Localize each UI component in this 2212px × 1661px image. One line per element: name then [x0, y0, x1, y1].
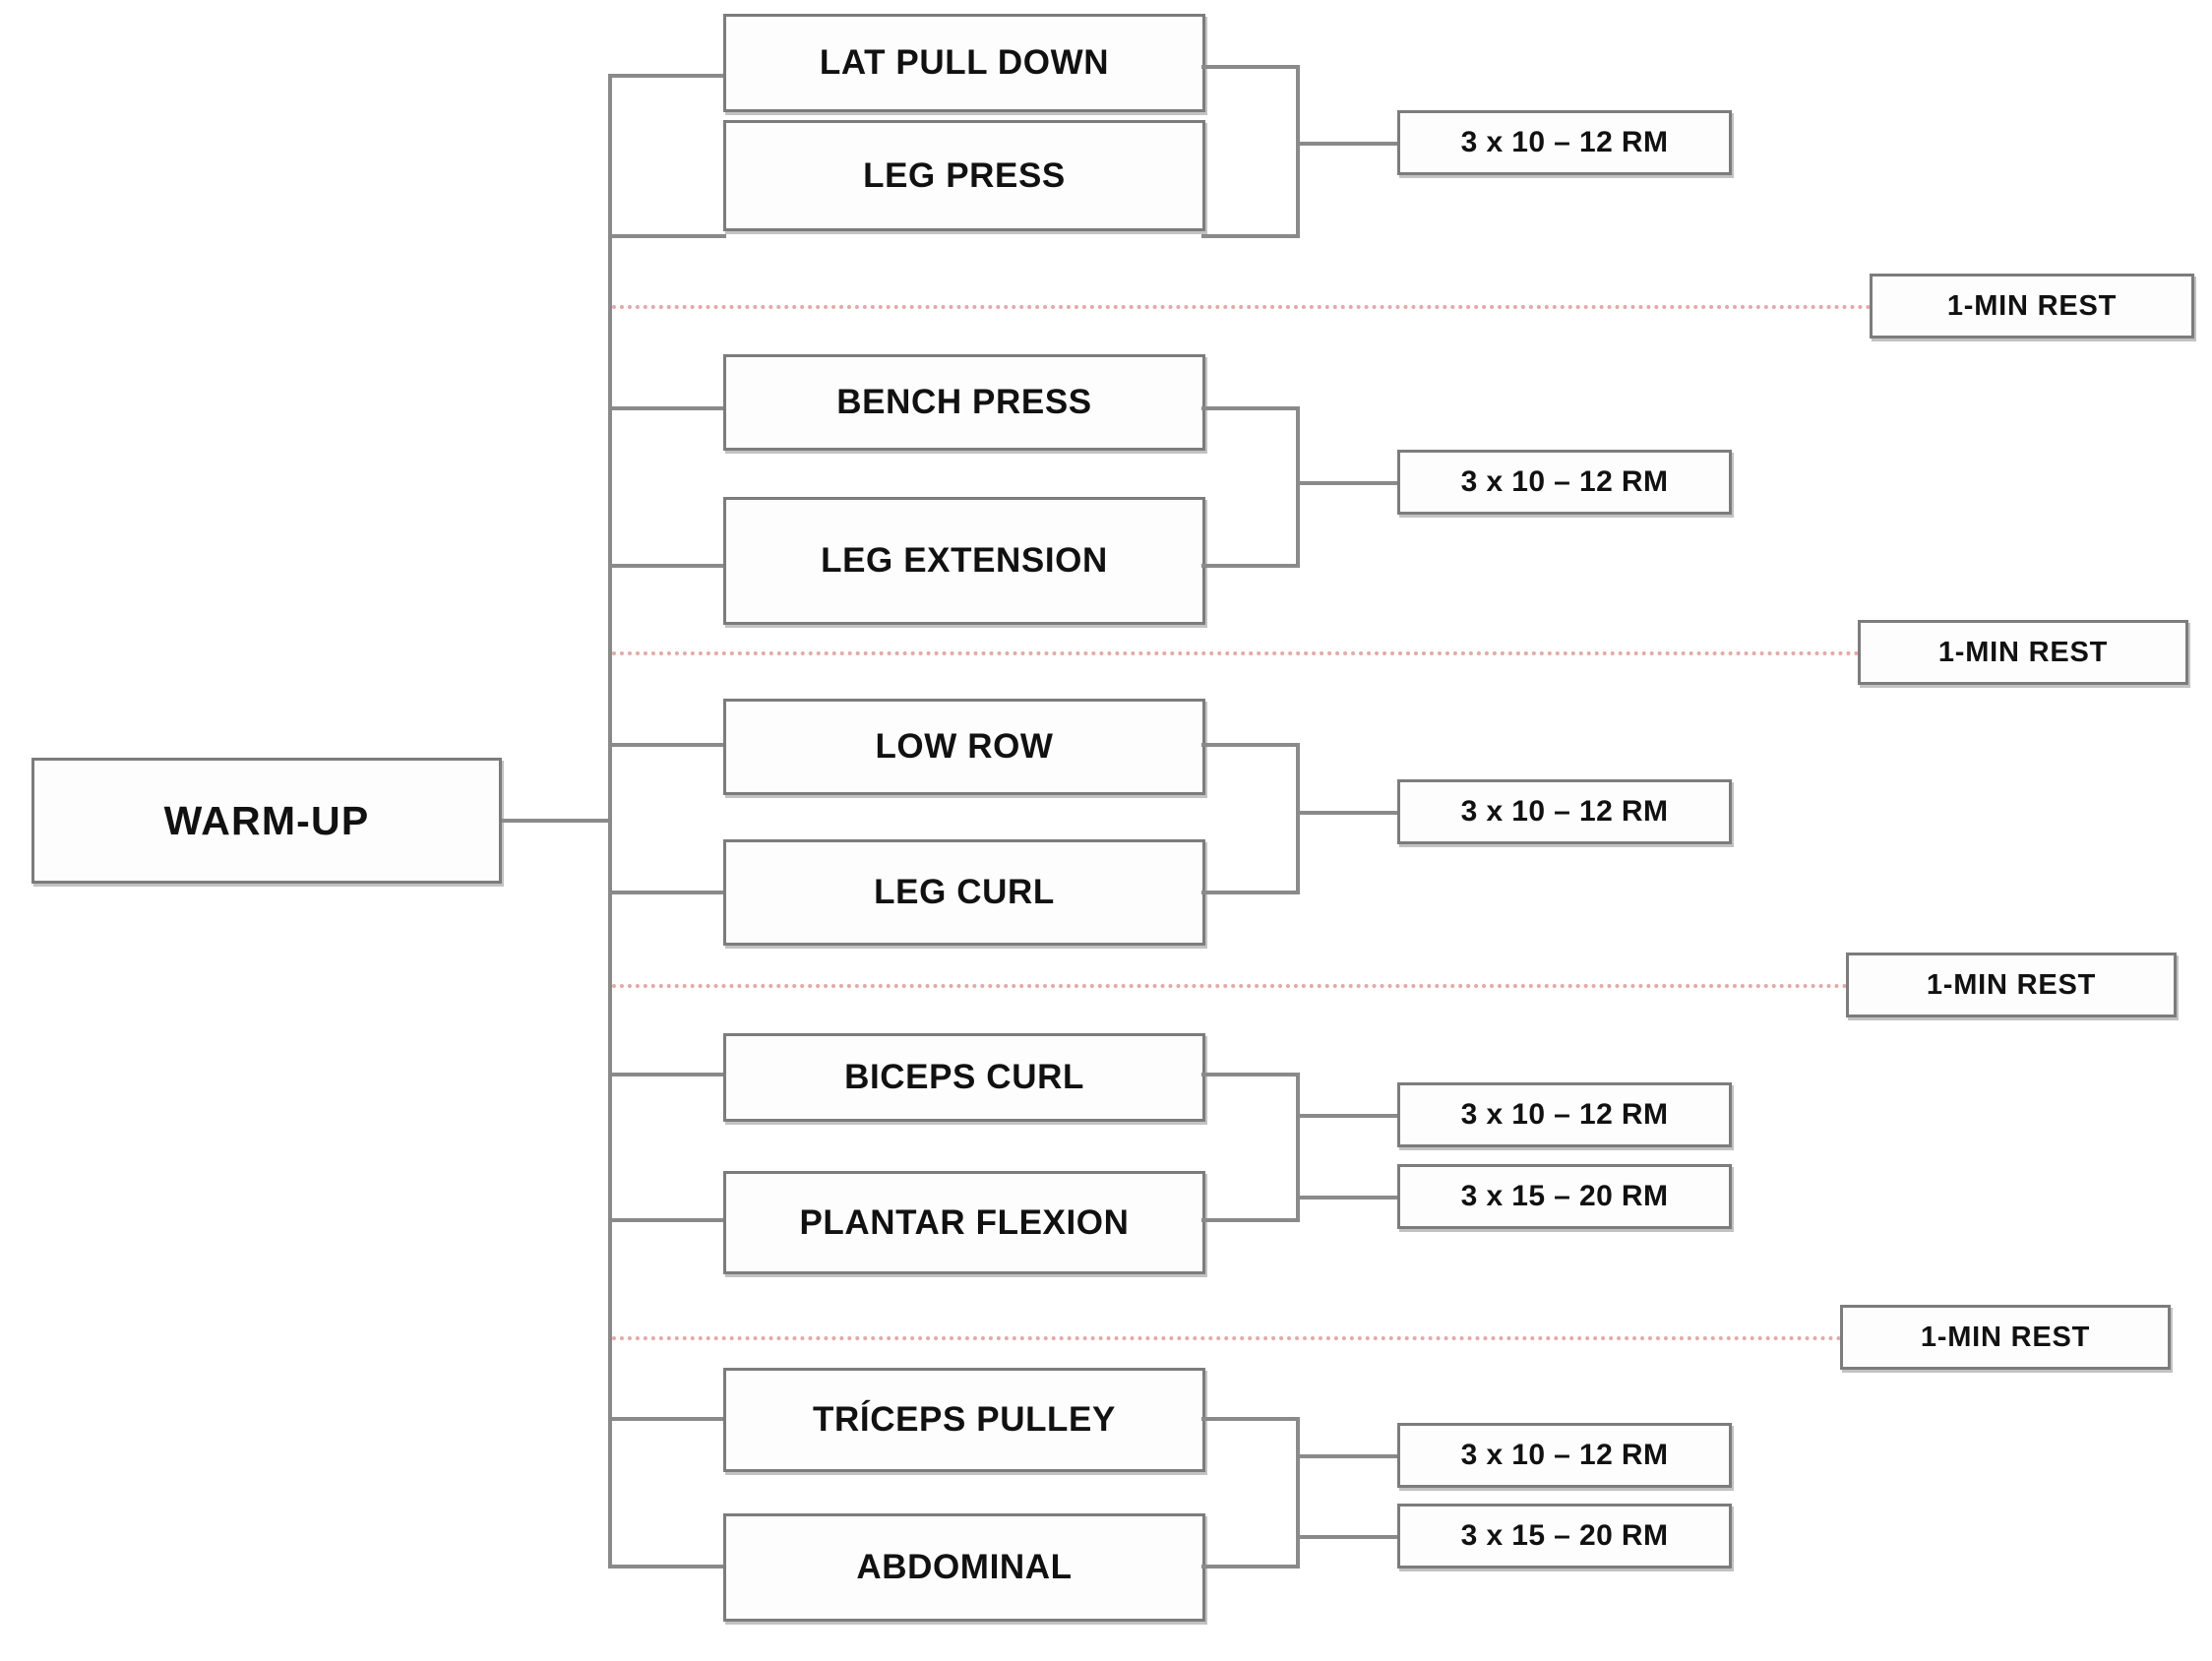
- stub-triceps-pulley: [608, 1417, 726, 1421]
- stub-leg-press: [608, 234, 726, 238]
- bracket-bottom-group-3: [1201, 891, 1300, 894]
- exercise-leg-extension[interactable]: LEG EXTENSION: [723, 497, 1205, 625]
- bracket-out-group-5-b: [1296, 1535, 1404, 1539]
- exercise-low-row[interactable]: LOW ROW: [723, 699, 1205, 795]
- bracket-bar-group-5: [1296, 1417, 1300, 1569]
- spine-vertical: [608, 74, 612, 1568]
- stub-plantar-flexion: [608, 1218, 726, 1222]
- rest-node-1[interactable]: 1-MIN REST: [1870, 274, 2194, 338]
- stub-lat-pull-down: [608, 74, 726, 78]
- prescription-group-3[interactable]: 3 x 10 – 12 RM: [1397, 779, 1732, 844]
- rest-line-2: [612, 651, 1860, 655]
- bracket-out-group-3: [1296, 811, 1404, 815]
- bracket-bottom-group-5: [1201, 1565, 1300, 1569]
- bracket-out-group-4-b: [1296, 1196, 1404, 1200]
- prescription-group-4-b[interactable]: 3 x 15 – 20 RM: [1397, 1164, 1732, 1229]
- stub-leg-extension: [608, 564, 726, 568]
- prescription-group-1[interactable]: 3 x 10 – 12 RM: [1397, 110, 1732, 175]
- bracket-bottom-group-1: [1201, 234, 1300, 238]
- bracket-out-group-1: [1296, 142, 1404, 146]
- rest-node-4[interactable]: 1-MIN REST: [1840, 1305, 2171, 1370]
- stub-biceps-curl: [608, 1073, 726, 1077]
- exercise-leg-curl[interactable]: LEG CURL: [723, 839, 1205, 946]
- stub-abdominal: [608, 1565, 726, 1569]
- bracket-bottom-group-4: [1201, 1218, 1300, 1222]
- stub-bench-press: [608, 406, 726, 410]
- bracket-bar-group-2: [1296, 406, 1300, 568]
- bracket-bar-group-1: [1296, 65, 1300, 238]
- stub-leg-curl: [608, 891, 726, 894]
- exercise-bench-press[interactable]: BENCH PRESS: [723, 354, 1205, 451]
- bracket-top-group-4: [1201, 1073, 1300, 1077]
- exercise-lat-pull-down[interactable]: LAT PULL DOWN: [723, 14, 1205, 112]
- bracket-out-group-5-a: [1296, 1454, 1404, 1458]
- exercise-abdominal[interactable]: ABDOMINAL: [723, 1513, 1205, 1622]
- prescription-group-2[interactable]: 3 x 10 – 12 RM: [1397, 450, 1732, 515]
- bracket-top-group-2: [1201, 406, 1300, 410]
- exercise-triceps-pulley[interactable]: TRÍCEPS PULLEY: [723, 1368, 1205, 1472]
- rest-line-1: [612, 305, 1872, 309]
- rest-node-2[interactable]: 1-MIN REST: [1858, 620, 2188, 685]
- stub-low-row: [608, 743, 726, 747]
- exercise-plantar-flexion[interactable]: PLANTAR FLEXION: [723, 1171, 1205, 1274]
- connector-warmup-to-spine: [502, 819, 612, 823]
- warmup-node[interactable]: WARM-UP: [31, 758, 502, 884]
- prescription-group-5-a[interactable]: 3 x 10 – 12 RM: [1397, 1423, 1732, 1488]
- rest-node-3[interactable]: 1-MIN REST: [1846, 953, 2177, 1017]
- exercise-leg-press[interactable]: LEG PRESS: [723, 120, 1205, 231]
- bracket-top-group-1: [1201, 65, 1300, 69]
- bracket-out-group-2: [1296, 481, 1404, 485]
- bracket-bar-group-4: [1296, 1073, 1300, 1222]
- prescription-group-5-b[interactable]: 3 x 15 – 20 RM: [1397, 1504, 1732, 1569]
- bracket-bottom-group-2: [1201, 564, 1300, 568]
- rest-line-3: [612, 984, 1848, 988]
- bracket-top-group-5: [1201, 1417, 1300, 1421]
- prescription-group-4-a[interactable]: 3 x 10 – 12 RM: [1397, 1082, 1732, 1147]
- bracket-top-group-3: [1201, 743, 1300, 747]
- bracket-bar-group-3: [1296, 743, 1300, 894]
- bracket-out-group-4-a: [1296, 1114, 1404, 1118]
- exercise-biceps-curl[interactable]: BICEPS CURL: [723, 1033, 1205, 1122]
- rest-line-4: [612, 1336, 1842, 1340]
